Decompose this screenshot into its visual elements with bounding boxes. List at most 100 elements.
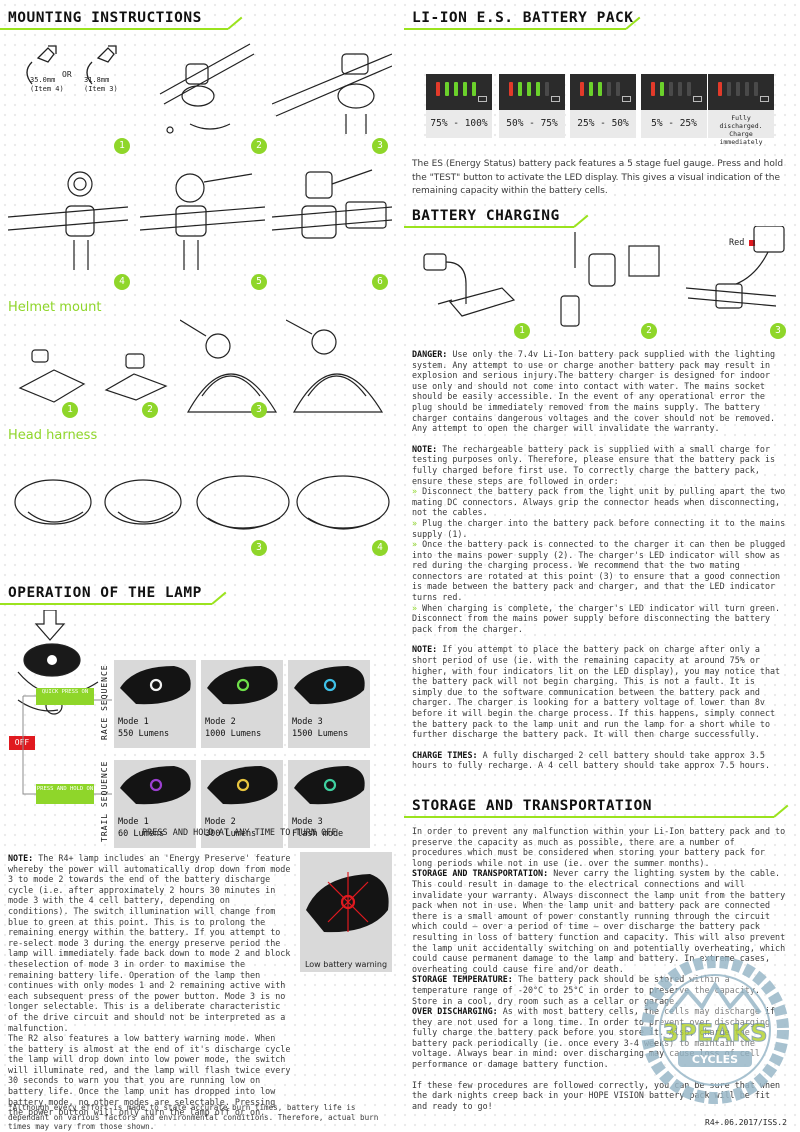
mount-step-badge-3: 3: [372, 138, 388, 154]
charging-step-text-2: Plug the charger into the battery pack b…: [412, 517, 786, 539]
battery-level-label-2: 50% - 75%: [506, 118, 558, 129]
bullet-mark-1: »: [412, 486, 418, 497]
charging-note-text: The rechargeable battery pack is supplie…: [412, 443, 776, 486]
storage-underline: [404, 816, 774, 818]
race-sequence-label: RACE SEQUENCE: [100, 664, 109, 740]
quick-press-tag: QUICK PRESS ON: [36, 688, 94, 705]
battery-led-segment: [454, 82, 458, 96]
charging-underline: [404, 226, 574, 228]
charging-title: BATTERY CHARGING: [412, 208, 560, 224]
battery-led-segment: [518, 82, 522, 96]
battery-led-segment: [436, 82, 440, 96]
helmet-step-2-illustration: [104, 353, 168, 401]
clamp-b-size: 31.8mm: [84, 76, 110, 84]
operation-note-label: NOTE:: [8, 853, 34, 863]
battery-pack-underline: [404, 28, 626, 30]
helmet-step-badge-2: 2: [142, 402, 158, 418]
mount-step-badge-2: 2: [251, 138, 267, 154]
operation-note: NOTE: The R4+ lamp includes an 'Energy P…: [8, 853, 295, 1118]
battery-led-display-3: [570, 74, 636, 110]
over-discharging-text: As with most battery cells, the cells ma…: [412, 1006, 776, 1070]
trail-mode-2-switch-icon: [236, 778, 250, 792]
head-harness-title: Head harness: [8, 428, 98, 443]
trail-mode-3-lamp: [294, 766, 365, 805]
test-button-icon: [551, 96, 560, 102]
battery-led-segment: [660, 82, 664, 96]
bullet-mark-2: »: [412, 517, 418, 528]
test-button-icon: [478, 96, 487, 102]
charging-step-3-illustration: [685, 226, 785, 309]
storage-transport-label: STORAGE AND TRANSPORTATION:: [412, 868, 549, 879]
mount-step-6-illustration: [272, 169, 392, 239]
race-mode-1-name: Mode 1: [118, 717, 149, 727]
mount-step-5-illustration: [140, 173, 265, 270]
press-hold-tag: PRESS AND HOLD ON: [36, 784, 94, 804]
trail-mode-3-switch-icon: [323, 778, 337, 792]
trail-mode-1-switch-icon: [149, 778, 163, 792]
flow-lines: [22, 695, 112, 795]
helmet-mount-title: Helmet mount: [8, 300, 102, 315]
storage-temp-text: The battery pack should be stored within…: [412, 974, 760, 1006]
charge-times-text: A fully discharged 2 cell battery should…: [412, 749, 770, 771]
3peaks-cycles-stamp-logo: 3PEAKS CYCLES: [641, 956, 789, 1104]
helmet-step-badge-3: 3: [251, 402, 267, 418]
mount-step-3-illustration: [272, 53, 392, 134]
trail-mode-2-output: 300 Lumens: [205, 829, 257, 839]
battery-led-segment: [745, 82, 749, 96]
battery-led-segment: [527, 82, 531, 96]
mount-step-badge-1: 1: [114, 138, 130, 154]
helmet-step-1-illustration: [18, 349, 86, 403]
battery-led-segment: [472, 82, 476, 96]
mounting-title: MOUNTING INSTRUCTIONS: [8, 10, 202, 26]
storage-transport-text: Never carry the lighting system by the c…: [412, 868, 786, 974]
red-led-icon: [749, 240, 755, 246]
battery-led-display-2: [499, 74, 565, 110]
burn-time-footnote: *Although every effort is made to state …: [8, 1103, 379, 1132]
red-led-label: Red: [729, 238, 745, 248]
battery-led-segment: [536, 82, 540, 96]
operation-title: OPERATION OF THE LAMP: [8, 585, 202, 601]
race-mode-1-output: 550 Lumens: [118, 729, 170, 739]
trail-mode-2-name: Mode 2: [205, 817, 236, 827]
charging-note2-label: NOTE:: [412, 644, 438, 655]
race-mode-3-switch-icon: [323, 678, 337, 692]
battery-led-display-5: [708, 74, 774, 110]
battery-level-card-1: 75% - 100%: [426, 74, 492, 138]
charging-step-2-illustration: [560, 232, 660, 327]
battery-level-card-5: Fully discharged. Charge immediately: [708, 74, 774, 146]
charging-step-badge-1: 1: [514, 323, 530, 339]
helmet-step-3b-illustration: [286, 319, 384, 413]
test-button-icon: [693, 96, 702, 102]
charging-step-badge-2: 2: [641, 323, 657, 339]
battery-led-segment: [687, 82, 691, 96]
trail-mode-2-card: Mode 2 300 Lumens: [201, 760, 283, 848]
race-mode-2-switch-icon: [236, 678, 250, 692]
battery-level-card-3: 25% - 50%: [570, 74, 636, 138]
storage-intro: In order to prevent any malfunction with…: [412, 826, 786, 868]
battery-level-card-2: 50% - 75%: [499, 74, 565, 138]
charging-note2-text: If you attempt to place the battery pack…: [412, 644, 781, 740]
stamp-bottom-text: CYCLES: [692, 1053, 738, 1066]
test-button-icon: [622, 96, 631, 102]
battery-led-segment: [509, 82, 513, 96]
race-mode-1-switch-icon: [149, 678, 163, 692]
storage-temp-label: STORAGE TEMPERATURE:: [412, 974, 513, 985]
battery-level-label-1: 75% - 100%: [430, 118, 488, 129]
battery-led-segment: [727, 82, 731, 96]
mount-step-badge-4: 4: [114, 274, 130, 290]
off-tag: OFF: [9, 736, 35, 750]
race-mode-2-lamp: [207, 666, 278, 705]
battery-led-segment: [651, 82, 655, 96]
stamp-top-text: 3PEAKS: [662, 1019, 767, 1047]
mount-step-4-illustration: [8, 171, 128, 270]
charging-step-1-illustration: [423, 253, 516, 317]
charging-step-badge-3: 3: [770, 323, 786, 339]
battery-pack-title: LI-ION E.S. BATTERY PACK: [412, 10, 634, 26]
press-hold-off-caption: PRESS AND HOLD AT ANY TIME TO TURN OFF: [142, 828, 337, 838]
battery-led-segment: [545, 82, 549, 96]
battery-led-segment: [736, 82, 740, 96]
